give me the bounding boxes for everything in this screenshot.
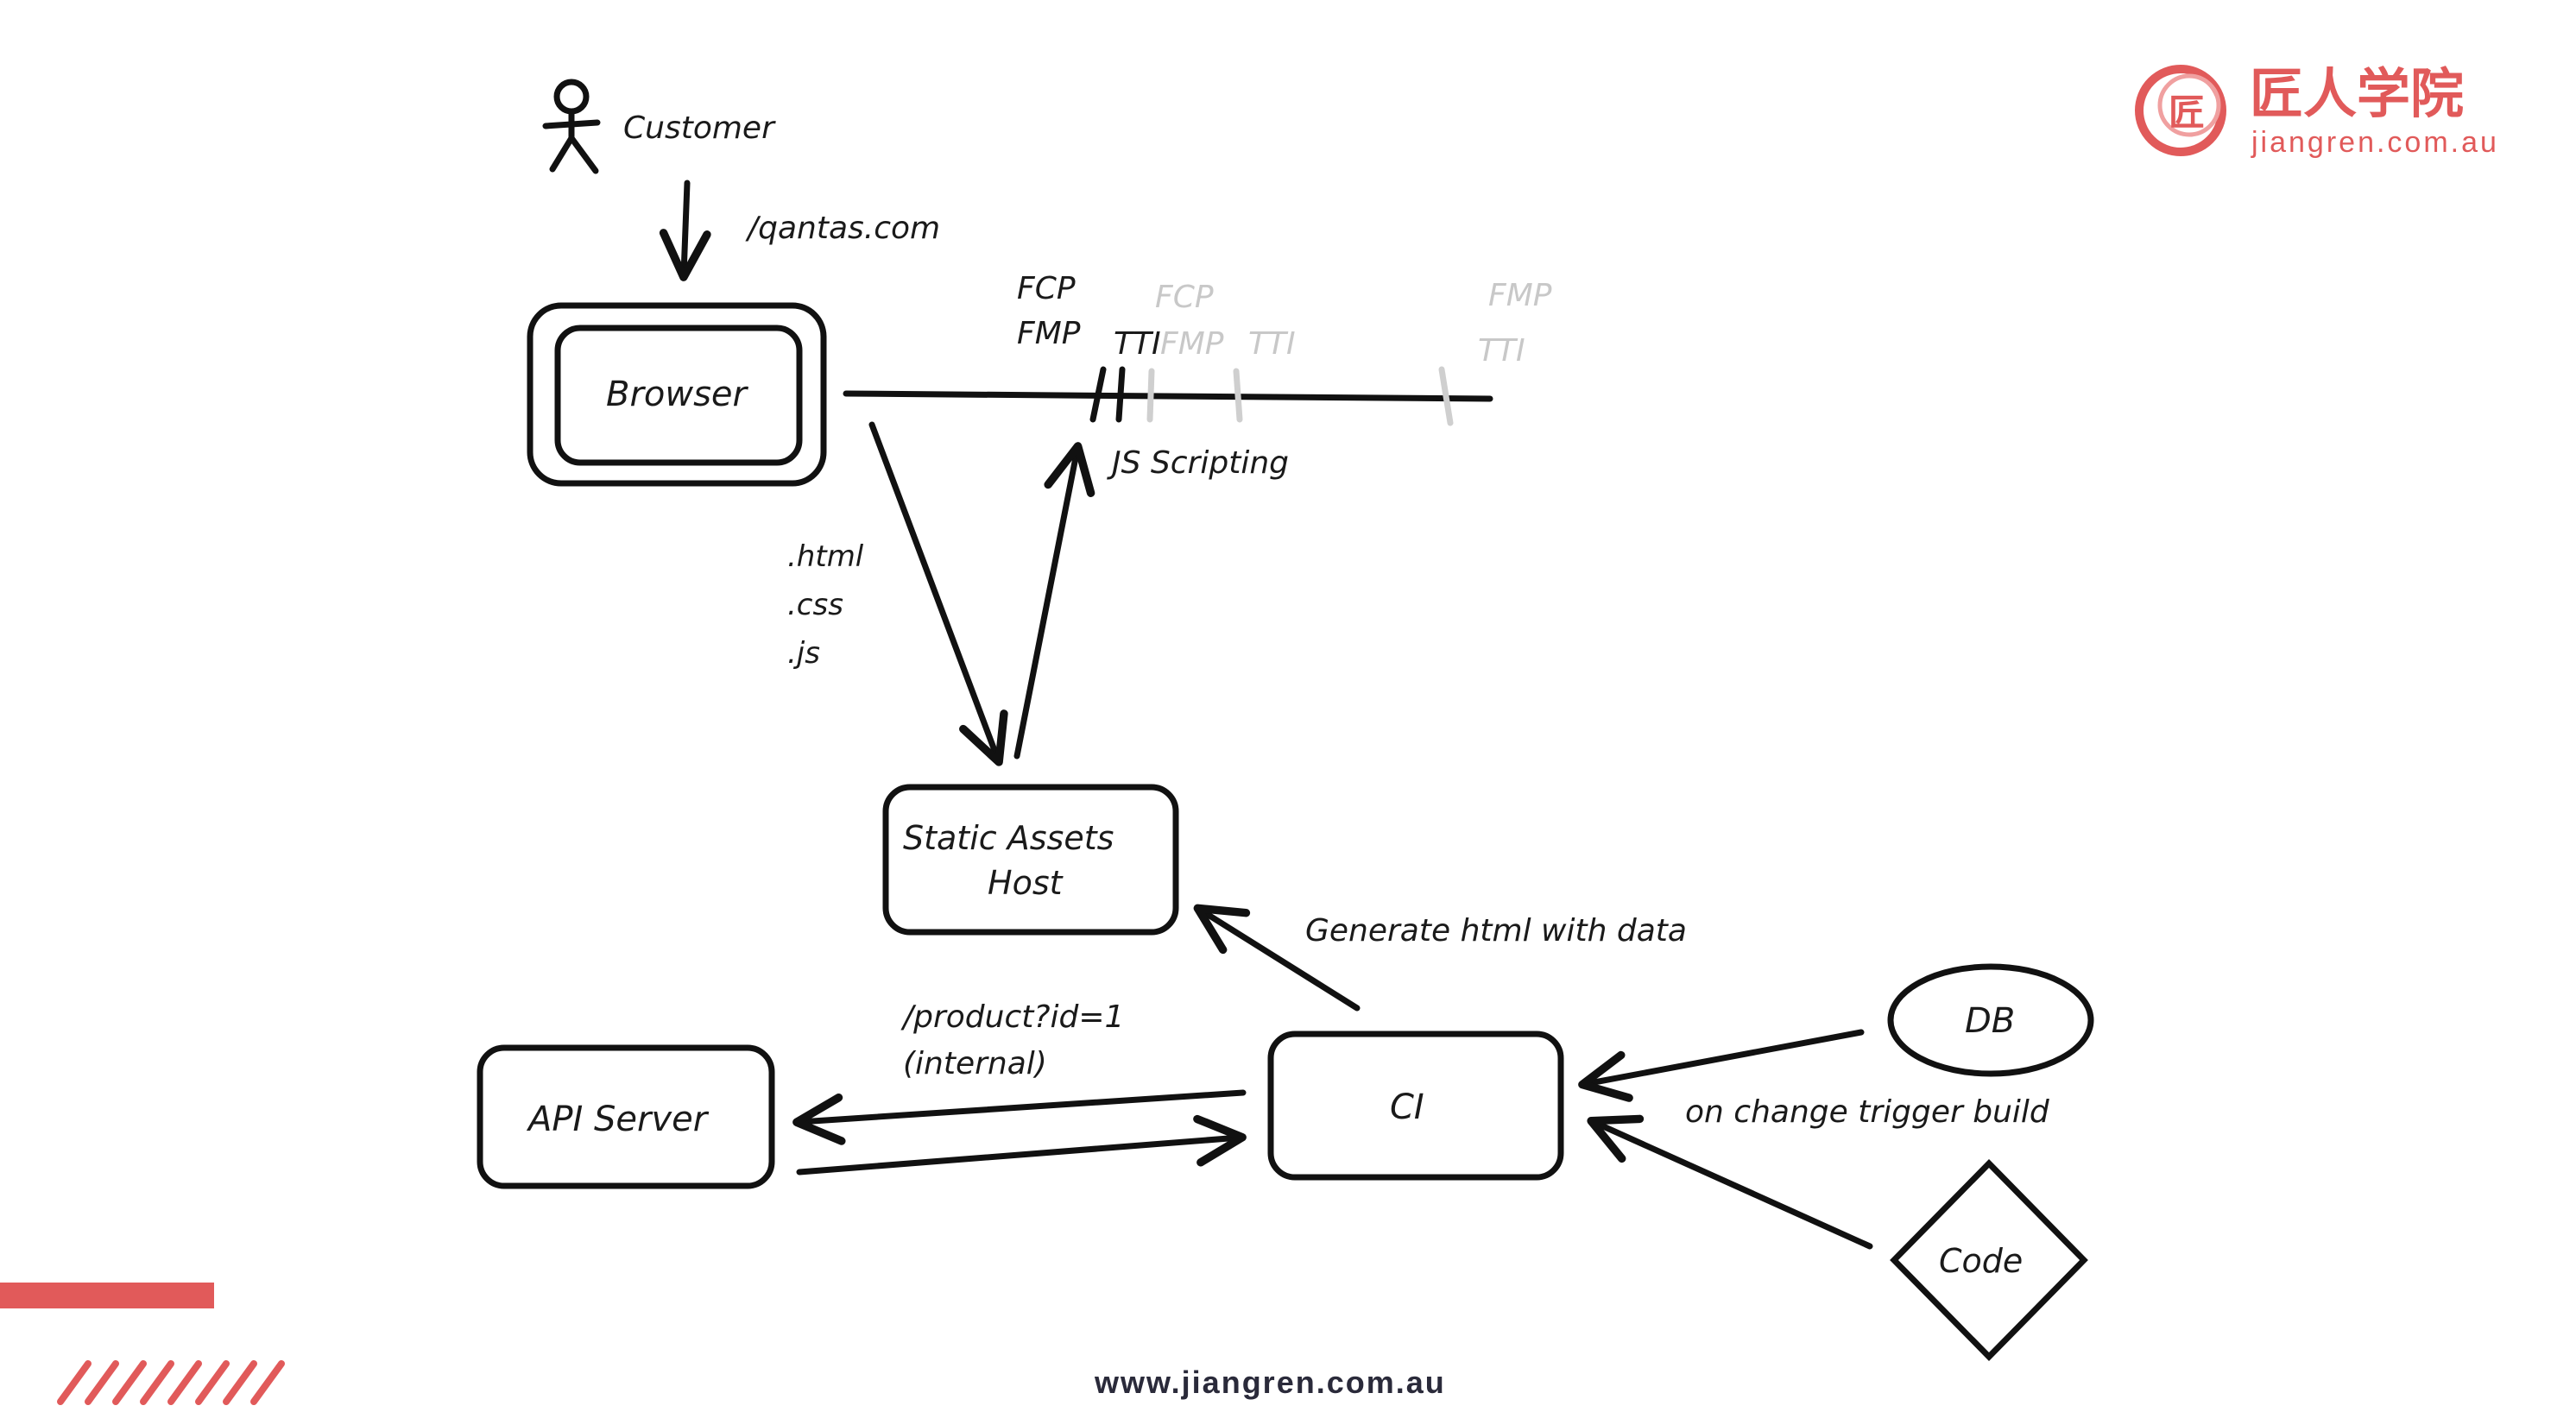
ghost-tti-right-label: TTI xyxy=(1478,333,1525,369)
ghost-fmp-left-label: FMP xyxy=(1160,326,1224,362)
fcp-tick xyxy=(1089,366,1107,423)
code-to-ci-arrow xyxy=(1587,1114,1873,1250)
fmp-label: FMP xyxy=(1017,316,1081,351)
brand-domain: jiangren.com.au xyxy=(2251,126,2499,159)
customer-label: Customer xyxy=(623,110,776,146)
ghost-tick-1 xyxy=(1146,368,1155,423)
asset-css-label: .css xyxy=(787,588,843,622)
trigger-label: on change trigger build xyxy=(1685,1094,2050,1130)
api-server-label: API Server xyxy=(526,1100,710,1139)
db-label: DB xyxy=(1965,1001,2015,1041)
brand-logo: 匠 匠人学院 jiangren.com.au xyxy=(2135,62,2499,159)
db-to-ci-arrow xyxy=(1578,1029,1865,1102)
ghost-tick-2 xyxy=(1233,368,1243,423)
ci-label: CI xyxy=(1390,1087,1424,1127)
ci-to-static-host-arrow xyxy=(1193,904,1361,1012)
ghost-fmp-right-label: FMP xyxy=(1488,278,1552,313)
footer-hatch-stripes xyxy=(57,1360,285,1405)
customer-actor-icon xyxy=(542,79,601,174)
ghost-tti-left-label: TTI xyxy=(1248,326,1296,362)
brand-logo-glyph: 匠 xyxy=(2169,91,2205,134)
ghost-fcp-label: FCP xyxy=(1155,280,1214,315)
tti-label: TTI xyxy=(1114,326,1161,362)
ghost-tick-3 xyxy=(1438,366,1454,426)
footer-url: www.jiangren.com.au xyxy=(1094,1365,1446,1400)
code-node: Code xyxy=(1890,1159,2088,1361)
code-label: Code xyxy=(1939,1242,2023,1280)
browser-label: Browser xyxy=(606,375,749,414)
api-request-label: /product?id=1 xyxy=(900,999,1124,1035)
asset-js-label: .js xyxy=(787,636,820,671)
footer-decoration xyxy=(0,1283,285,1405)
asset-html-label: .html xyxy=(787,539,864,574)
fmp-tick xyxy=(1115,366,1126,423)
api-request-internal-label: (internal) xyxy=(903,1046,1047,1081)
ci-to-api-arrow xyxy=(792,1089,1247,1145)
static-host-label-line2: Host xyxy=(988,864,1064,902)
browser-node: Browser xyxy=(527,302,827,487)
brand-name-cn: 匠人学院 xyxy=(2250,62,2464,125)
db-node: DB xyxy=(1887,963,2094,1077)
api-to-ci-arrow xyxy=(796,1114,1247,1176)
generate-label: Generate html with data xyxy=(1305,913,1687,949)
static-host-label-line1: Static Assets xyxy=(903,819,1114,857)
api-server-node: API Server xyxy=(477,1044,775,1189)
fcp-label: FCP xyxy=(1017,271,1076,306)
brand-logo-ring-icon xyxy=(2135,65,2226,156)
timeline: FCP FMP FCP FMP TTI TTI FMP TTI JS Scrip… xyxy=(843,271,1552,481)
browser-to-static-host-arrow xyxy=(868,421,1008,766)
url-label: /qantas.com xyxy=(745,211,940,246)
static-host-to-timeline-arrow xyxy=(1013,442,1095,760)
ci-node: CI xyxy=(1267,1031,1564,1181)
js-scripting-label: JS Scripting xyxy=(1107,445,1289,481)
static-assets-host-node: Static Assets Host xyxy=(882,784,1179,936)
footer-red-bar xyxy=(0,1283,214,1308)
brand-logo-inner-ring-icon xyxy=(2157,73,2221,137)
customer-to-browser-arrow xyxy=(659,180,711,281)
